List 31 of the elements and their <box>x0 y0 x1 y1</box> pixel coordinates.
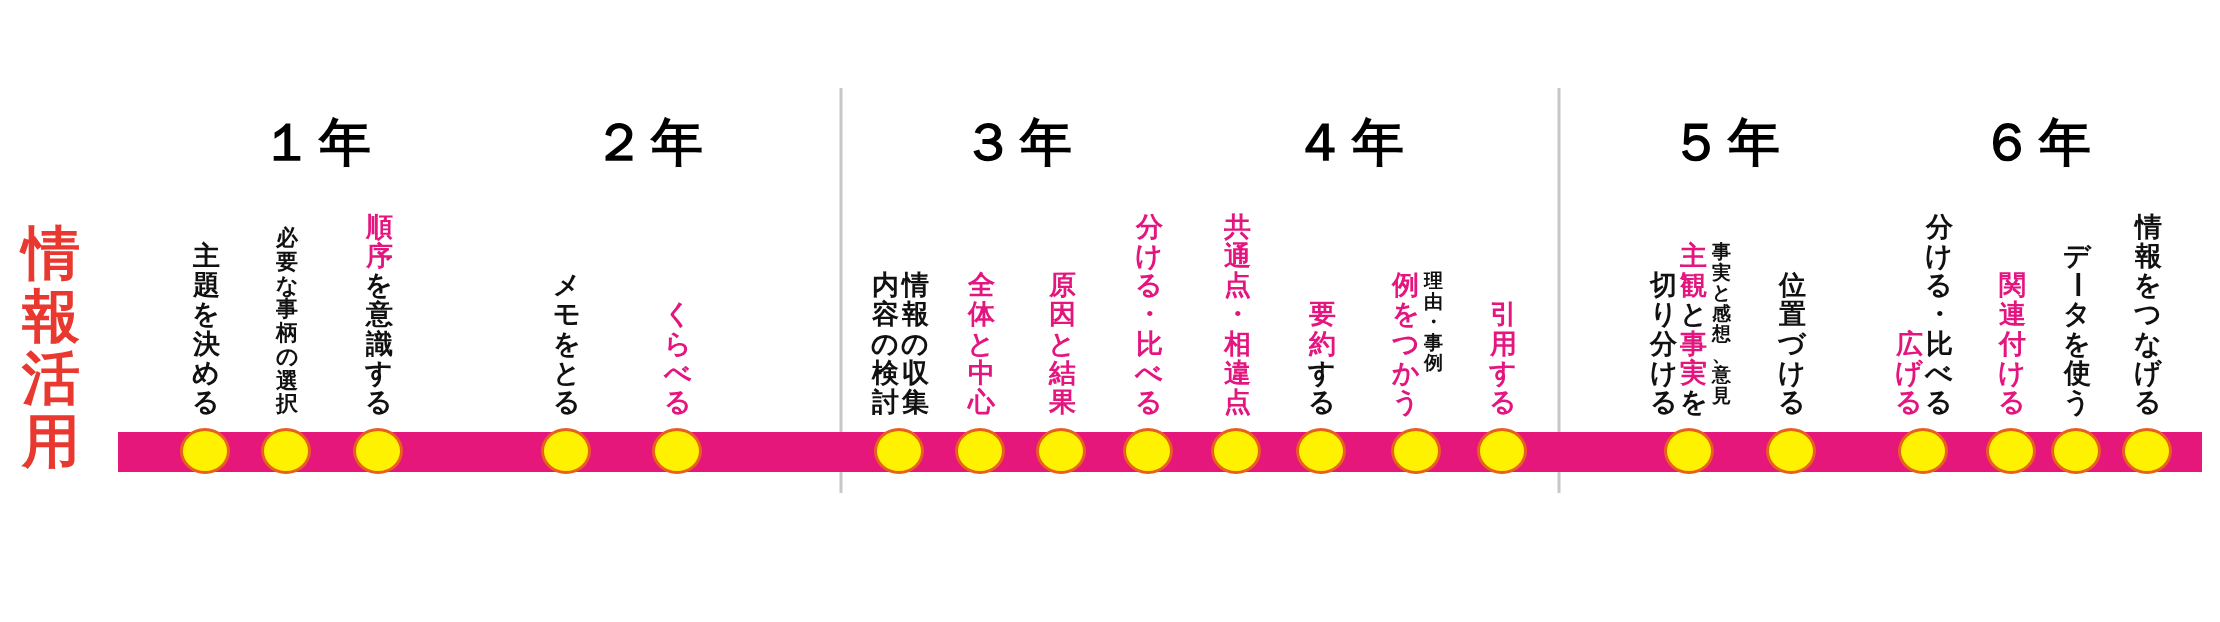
skill-label: くらべる <box>662 299 692 416</box>
skill-label: 事実と感想、意見 <box>1710 241 1731 406</box>
skill-label: 理由・事例 <box>1422 270 1443 373</box>
skill-label: 必要な事柄の選択 <box>274 226 299 416</box>
skill-label: 共通点・相違点 <box>1222 211 1251 416</box>
grade-label: ５年 <box>1670 111 1786 174</box>
skill-label: 広げる <box>1894 328 1923 416</box>
skill-label: 情報の収集 <box>900 270 929 416</box>
grade-label: ２年 <box>593 111 709 174</box>
skill-label: 全体と中心 <box>966 270 995 416</box>
skill-label: 主題を決める <box>191 241 220 416</box>
skill-label: 主観と事実を <box>1678 241 1708 416</box>
skill-label: 関連付ける <box>1997 270 2026 416</box>
skill-label: 分ける・比べる <box>1923 211 1953 416</box>
skill-label: 内容の検討 <box>870 270 899 416</box>
skill-label: 例をつかう <box>1390 270 1420 416</box>
skill-label: データを使う <box>2061 241 2091 416</box>
skill-label: 順序を意識する <box>364 211 393 416</box>
skill-label: 位置づける <box>1777 270 1806 416</box>
grade-label: ３年 <box>962 111 1078 174</box>
skill-label: 引用する <box>1488 299 1517 416</box>
skill-label: 切り分ける <box>1648 270 1678 416</box>
title: 情報活用 <box>20 222 80 473</box>
skill-label: メモをとる <box>552 270 581 416</box>
grade-label: ６年 <box>1981 111 2097 174</box>
skill-label: 原因と結果 <box>1047 270 1076 416</box>
grade-label: １年 <box>261 111 377 174</box>
skill-label: 要約する <box>1307 299 1336 416</box>
skill-label: 情報をつなげる <box>2133 211 2162 416</box>
grade-label: ４年 <box>1294 111 1410 174</box>
skill-label: 分ける・比べる <box>1133 211 1163 416</box>
